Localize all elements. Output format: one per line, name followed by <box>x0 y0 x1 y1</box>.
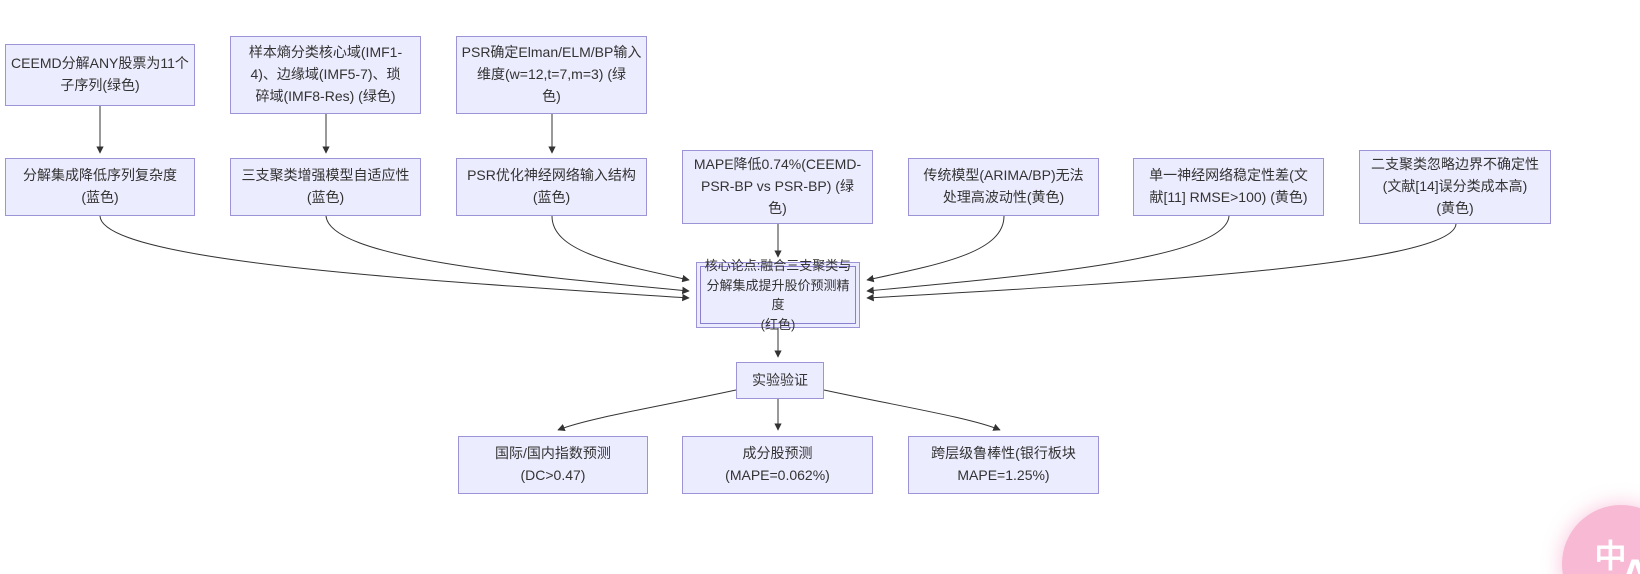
node-sample-entropy: 样本熵分类核心域(IMF1- 4)、边缘域(IMF5-7)、琐 碎域(IMF8-… <box>230 36 421 114</box>
core-thesis-inner: 核心论点:融合三支聚类与 分解集成提升股价预测精度 (红色) <box>700 258 856 332</box>
edge-singlenn-to-core <box>866 215 1230 295</box>
node-traditional-limit: 传统模型(ARIMA/BP)无法 处理高波动性(黄色) <box>908 158 1099 216</box>
node-mape-improve: MAPE降低0.74%(CEEMD- PSR-BP vs PSR-BP) (绿 … <box>682 150 873 224</box>
translate-button[interactable]: 中 A <box>1562 505 1640 574</box>
node-psr-structure: PSR优化神经网络输入结构 (蓝色) <box>456 158 647 216</box>
node-decompose-complexity: 分解集成降低序列复杂度 (蓝色) <box>5 158 195 216</box>
node-core-thesis: 核心论点:融合三支聚类与 分解集成提升股价预测精度 (红色) <box>696 258 860 332</box>
node-constituent-forecast: 成分股预测 (MAPE=0.062%) <box>682 436 873 494</box>
node-index-forecast: 国际/国内指数预测 (DC>0.47) <box>458 436 648 494</box>
edge-experiment-to-index <box>557 389 737 431</box>
edge-adaptive-to-core <box>325 215 690 295</box>
edge-twoway-to-core <box>866 223 1457 302</box>
node-experiment: 实验验证 <box>736 362 824 399</box>
node-robustness: 跨层级鲁棒性(银行板块 MAPE=1.25%) <box>908 436 1099 494</box>
node-psr-input-dim: PSR确定Elman/ELM/BP输入 维度(w=12,t=7,m=3) (绿 … <box>456 36 647 114</box>
edge-experiment-to-robustness <box>823 389 1001 431</box>
node-single-nn-unstable: 单一神经网络稳定性差(文 献[11] RMSE>100) (黄色) <box>1133 158 1324 216</box>
node-three-way-adaptive: 三支聚类增强模型自适应性 (蓝色) <box>230 158 421 216</box>
translate-button-zh-label: 中 <box>1594 538 1627 574</box>
translate-button-en-label: A <box>1620 551 1640 574</box>
edge-structure-to-core <box>551 215 690 283</box>
node-two-way-limit: 二支聚类忽略边界不确定性 (文献[14]误分类成本高) (黄色) <box>1359 150 1551 224</box>
edge-traditional-to-core <box>866 215 1005 283</box>
edge-complexity-to-core <box>99 215 690 302</box>
node-ceemd-decompose: CEEMD分解ANY股票为11个 子序列(绿色) <box>5 44 195 106</box>
